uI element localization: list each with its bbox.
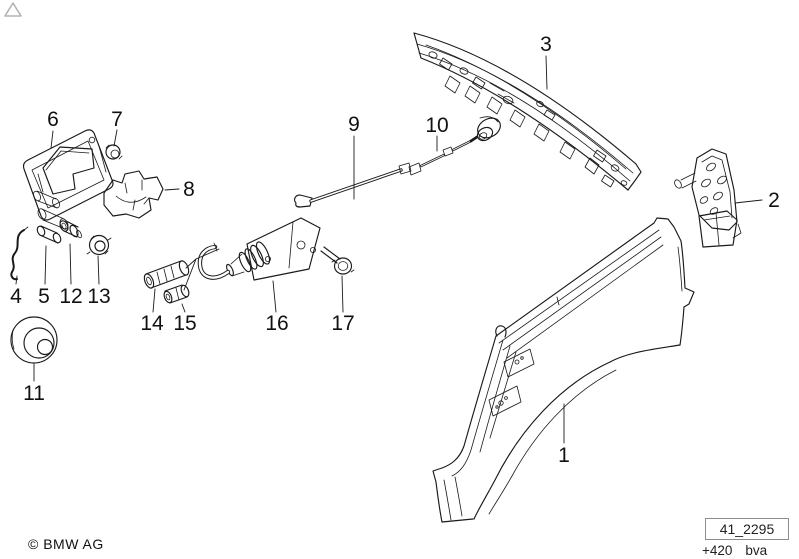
part-label-3[interactable]: 3 [540,33,552,56]
part-label-12[interactable]: 12 [59,285,82,308]
version-code: bva [745,543,768,558]
pin-drawing [36,225,62,244]
sleeve-large-drawing [143,260,190,289]
part-label-14[interactable]: 14 [140,312,164,335]
part-label-16[interactable]: 16 [265,312,288,335]
copyright-notice: © BMW AG [28,536,104,552]
part-label-5[interactable]: 5 [38,285,50,308]
revision-row: +420 bva [702,543,767,558]
small-bolt-drawing [105,144,123,160]
callout-labels: 1 2 3 4 5 6 7 8 9 10 11 12 13 14 15 16 1… [10,33,780,467]
support-bracket-drawing [103,170,164,219]
diagram-code-box: 41_2295 [705,518,789,540]
screw-drawing [59,220,82,239]
leader-lines [15,55,763,444]
grommet-drawing [10,316,58,364]
part-label-1[interactable]: 1 [558,444,570,467]
part-label-8[interactable]: 8 [183,178,195,201]
part-label-6[interactable]: 6 [47,108,59,131]
diagram-code: 41_2295 [719,521,775,537]
part-label-2[interactable]: 2 [768,189,780,212]
nut-drawing [86,234,112,256]
bolt-drawing [320,246,355,275]
part-label-11[interactable]: 11 [23,382,45,405]
part-label-10[interactable]: 10 [425,114,448,137]
part-label-9[interactable]: 9 [348,113,360,136]
change-marker-triangle-icon [4,2,22,17]
actuating-rod-drawing [294,162,412,208]
part-label-13[interactable]: 13 [87,285,110,308]
filler-flap-housing-drawing [22,129,114,230]
part-label-7[interactable]: 7 [111,108,123,131]
part-label-15[interactable]: 15 [173,312,196,335]
side-panel-drawing [432,217,695,523]
part-label-17[interactable]: 17 [331,312,354,335]
sleeve-small-drawing [163,284,190,304]
actuator-drawing [197,217,321,281]
rear-panel-drawing [413,32,642,191]
part-label-4[interactable]: 4 [10,285,22,308]
change-index: +420 [702,543,733,558]
release-cable-drawing [408,116,501,176]
spring-wire-drawing [10,226,29,281]
mounting-bracket-drawing [674,148,742,248]
